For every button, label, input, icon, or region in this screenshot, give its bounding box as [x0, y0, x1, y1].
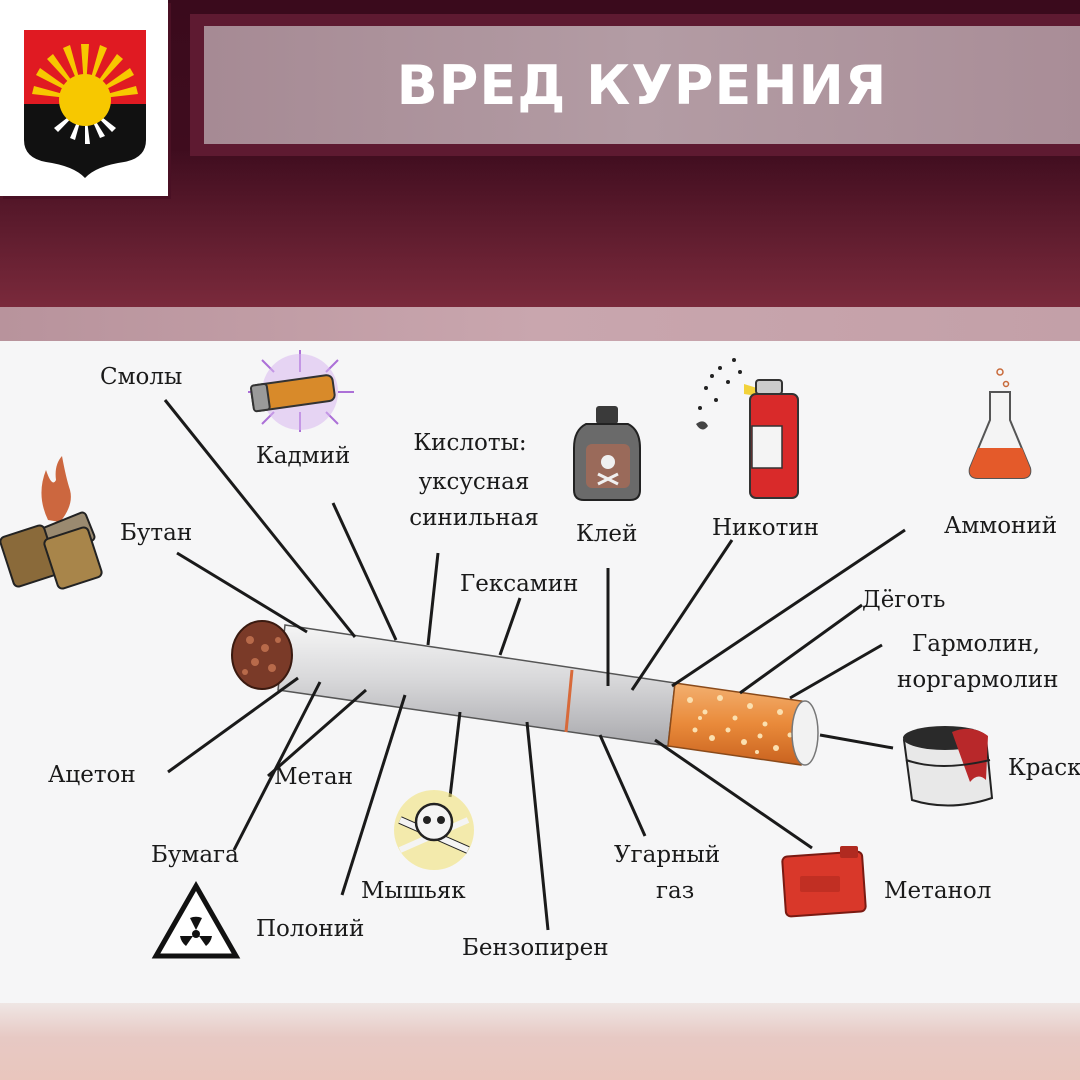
- label-kisloty-3: синильная: [409, 505, 539, 531]
- label-bumaga: Бумага: [151, 842, 239, 868]
- title-bar: ВРЕД КУРЕНИЯ: [190, 14, 1080, 156]
- label-aceton: Ацетон: [48, 762, 136, 788]
- lighter-icon: [0, 456, 103, 590]
- decorative-band-bottom: [0, 1003, 1080, 1080]
- label-ammoniy: Аммоний: [944, 513, 1057, 539]
- cigarette-icon: [231, 620, 819, 766]
- label-kisloty-1: Кислоты:: [413, 430, 526, 456]
- label-degot: Дёготь: [862, 587, 945, 613]
- label-butan: Бутан: [120, 520, 192, 546]
- label-metanol: Метанол: [884, 878, 991, 904]
- skull-crossbones-icon: [394, 790, 474, 870]
- flask-icon: [968, 368, 1032, 479]
- label-metan: Метан: [274, 764, 353, 790]
- paint-can-icon: [902, 726, 994, 807]
- spray-can-icon: [696, 358, 799, 499]
- label-poloniy: Полоний: [256, 916, 364, 942]
- radiation-icon: [151, 880, 241, 959]
- emblem-frame: [0, 0, 168, 196]
- label-ugarny-1: Угарный: [614, 842, 720, 868]
- label-kraska: Краска: [1008, 755, 1080, 781]
- coat-of-arms-icon: [24, 30, 146, 178]
- glue-bottle-icon: [573, 406, 641, 501]
- fuel-canister-icon: [781, 846, 867, 918]
- label-garmolin-2: норгармолин: [897, 667, 1058, 693]
- battery-icon: [248, 350, 354, 432]
- header-background: [0, 150, 1080, 310]
- label-garmolin-1: Гармолин,: [912, 631, 1040, 657]
- title-panel: ВРЕД КУРЕНИЯ: [204, 26, 1080, 144]
- label-myshyak: Мышьяк: [361, 878, 466, 904]
- cigarette-diagram: Смолы Кадмий Кислоты: уксусная синильная…: [0, 350, 1080, 961]
- page-title: ВРЕД КУРЕНИЯ: [396, 53, 888, 117]
- label-nikotin: Никотин: [712, 515, 819, 541]
- decorative-band-top: [0, 307, 1080, 341]
- label-geksamin: Гексамин: [460, 571, 578, 597]
- leader-lines: [163, 399, 906, 931]
- label-smoly: Смолы: [100, 364, 182, 390]
- label-benzopiren: Бензопирен: [462, 935, 609, 961]
- label-kisloty-2: уксусная: [419, 469, 530, 495]
- label-kadmiy: Кадмий: [256, 443, 350, 469]
- label-klei: Клей: [576, 521, 637, 547]
- label-ugarny-2: газ: [656, 878, 694, 904]
